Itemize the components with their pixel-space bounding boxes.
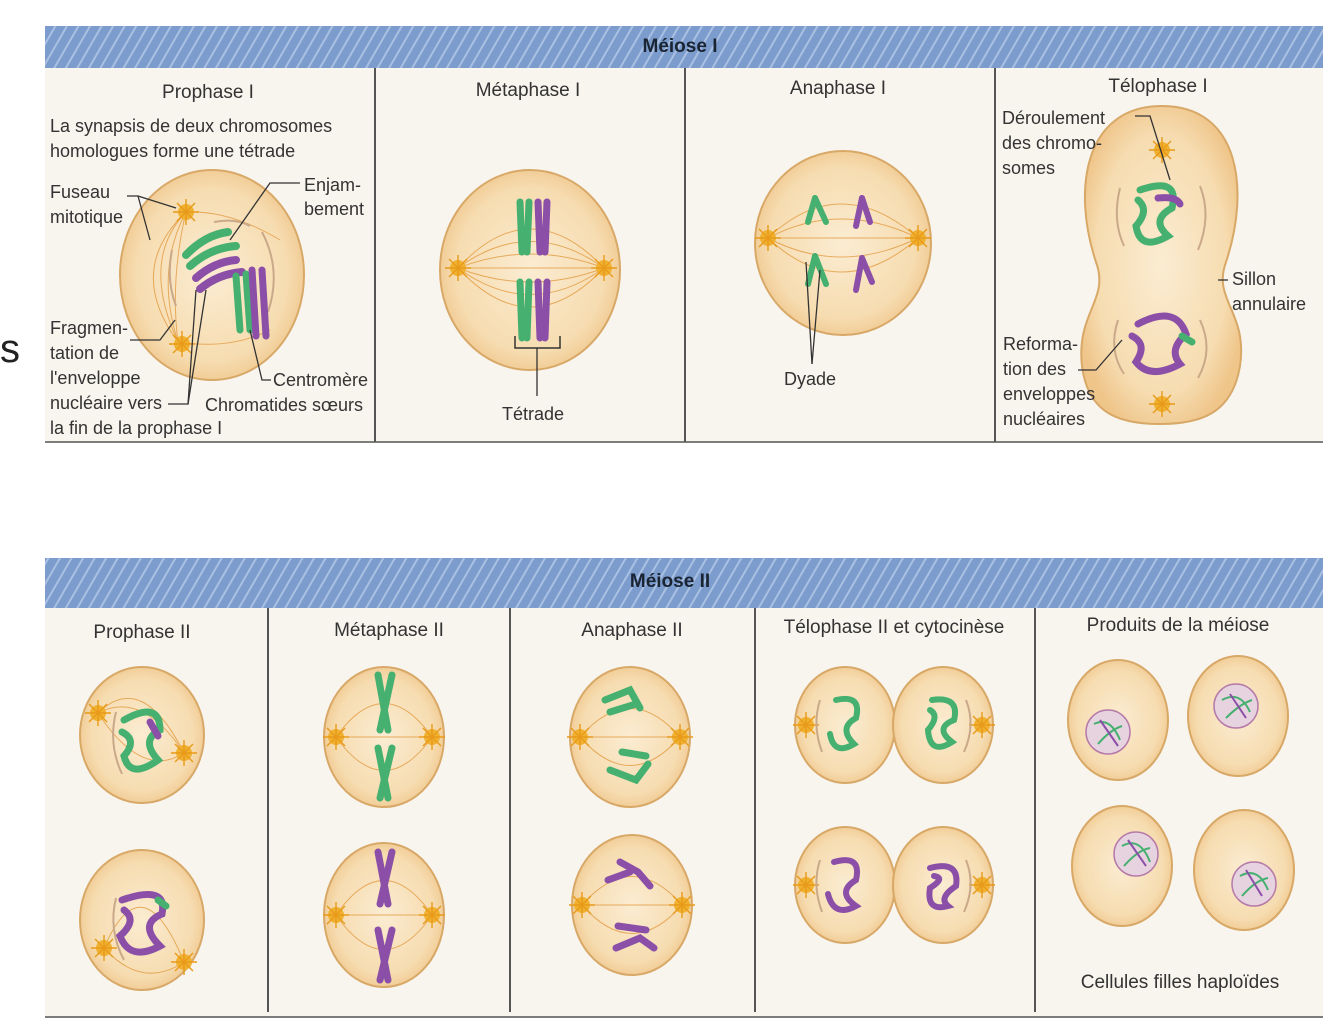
meiosis1-banner xyxy=(45,26,1323,68)
prophase-desc-line: La synapsis de deux chromosomes xyxy=(50,116,332,136)
label-enjambement-line: Enjam- xyxy=(304,175,361,195)
anaphase-1-cell xyxy=(754,150,932,365)
telophase-1-cell xyxy=(1080,104,1243,426)
products-cells xyxy=(1067,655,1295,931)
stage-label-prophase-2: Prophase II xyxy=(93,622,190,643)
label-enjambement-line: bement xyxy=(304,199,364,219)
metaphase-1-cell xyxy=(439,169,621,396)
stage-label-telophase-2: Télophase II et cytocinèse xyxy=(784,617,1005,638)
label-fragmentation-line: nucléaire vers xyxy=(50,393,162,413)
label-fragmentation-line: la fin de la prophase I xyxy=(50,418,222,438)
anaphase-2-cells xyxy=(566,666,696,976)
stage-label-metaphase-1: Métaphase I xyxy=(476,80,581,101)
label-reformation-line: nucléaires xyxy=(1003,409,1085,429)
label-reformation-line: Reforma- xyxy=(1003,334,1078,354)
prophase-1-text: La synapsis de deux chromosomes homologu… xyxy=(50,116,368,438)
label-deroulement-line: somes xyxy=(1002,158,1055,178)
label-fragmentation-line: Fragmen- xyxy=(50,318,128,338)
label-reformation-line: tion des xyxy=(1003,359,1066,379)
meiosis1-section: Méiose I Prophase I Métaphase I Anaphase… xyxy=(45,26,1323,443)
metaphase-2-cells xyxy=(322,666,446,988)
label-fuseau-line: Fuseau xyxy=(50,182,110,202)
prophase-2-cells xyxy=(79,666,205,991)
stage-label-products: Produits de la méiose xyxy=(1087,615,1270,636)
stage-label-anaphase-1: Anaphase I xyxy=(790,78,886,99)
meiosis2-banner xyxy=(45,558,1323,608)
stage-label-telophase-1: Télophase I xyxy=(1108,76,1207,97)
stage-label-metaphase-2: Métaphase II xyxy=(334,620,444,641)
prophase-1-cell xyxy=(119,169,305,381)
prophase-desc-line: homologues forme une tétrade xyxy=(50,141,295,161)
label-tetrade: Tétrade xyxy=(502,404,564,424)
label-deroulement-line: des chromo- xyxy=(1002,133,1102,153)
label-reformation-line: enveloppes xyxy=(1003,384,1095,404)
label-sillon-line: annulaire xyxy=(1232,294,1306,314)
prophase-1-leaders xyxy=(127,182,300,405)
products-caption: Cellules filles haploïdes xyxy=(1081,972,1280,993)
meiosis2-title: Méiose II xyxy=(630,571,710,592)
meiosis1-title: Méiose I xyxy=(643,36,718,57)
label-sillon-line: Sillon xyxy=(1232,269,1276,289)
label-chromatides: Chromatides sœurs xyxy=(205,395,363,415)
label-fragmentation-line: l'enveloppe xyxy=(50,368,141,388)
label-fragmentation-line: tation de xyxy=(50,343,119,363)
meiosis2-section: Méiose II Prophase II Métaphase II Anaph… xyxy=(45,558,1323,1018)
telophase-1-text: Déroulement des chromo- somes Sillon ann… xyxy=(1002,108,1306,429)
label-deroulement-line: Déroulement xyxy=(1002,108,1105,128)
stage-label-prophase-1: Prophase I xyxy=(162,82,254,103)
edge-letter: s xyxy=(0,327,20,371)
label-centromere: Centromère xyxy=(273,370,368,390)
label-dyade: Dyade xyxy=(784,369,836,389)
telophase-2-cells xyxy=(792,666,996,944)
label-fuseau-line: mitotique xyxy=(50,207,123,227)
stage-label-anaphase-2: Anaphase II xyxy=(581,620,682,641)
telophase-1-leaders xyxy=(1078,115,1228,371)
